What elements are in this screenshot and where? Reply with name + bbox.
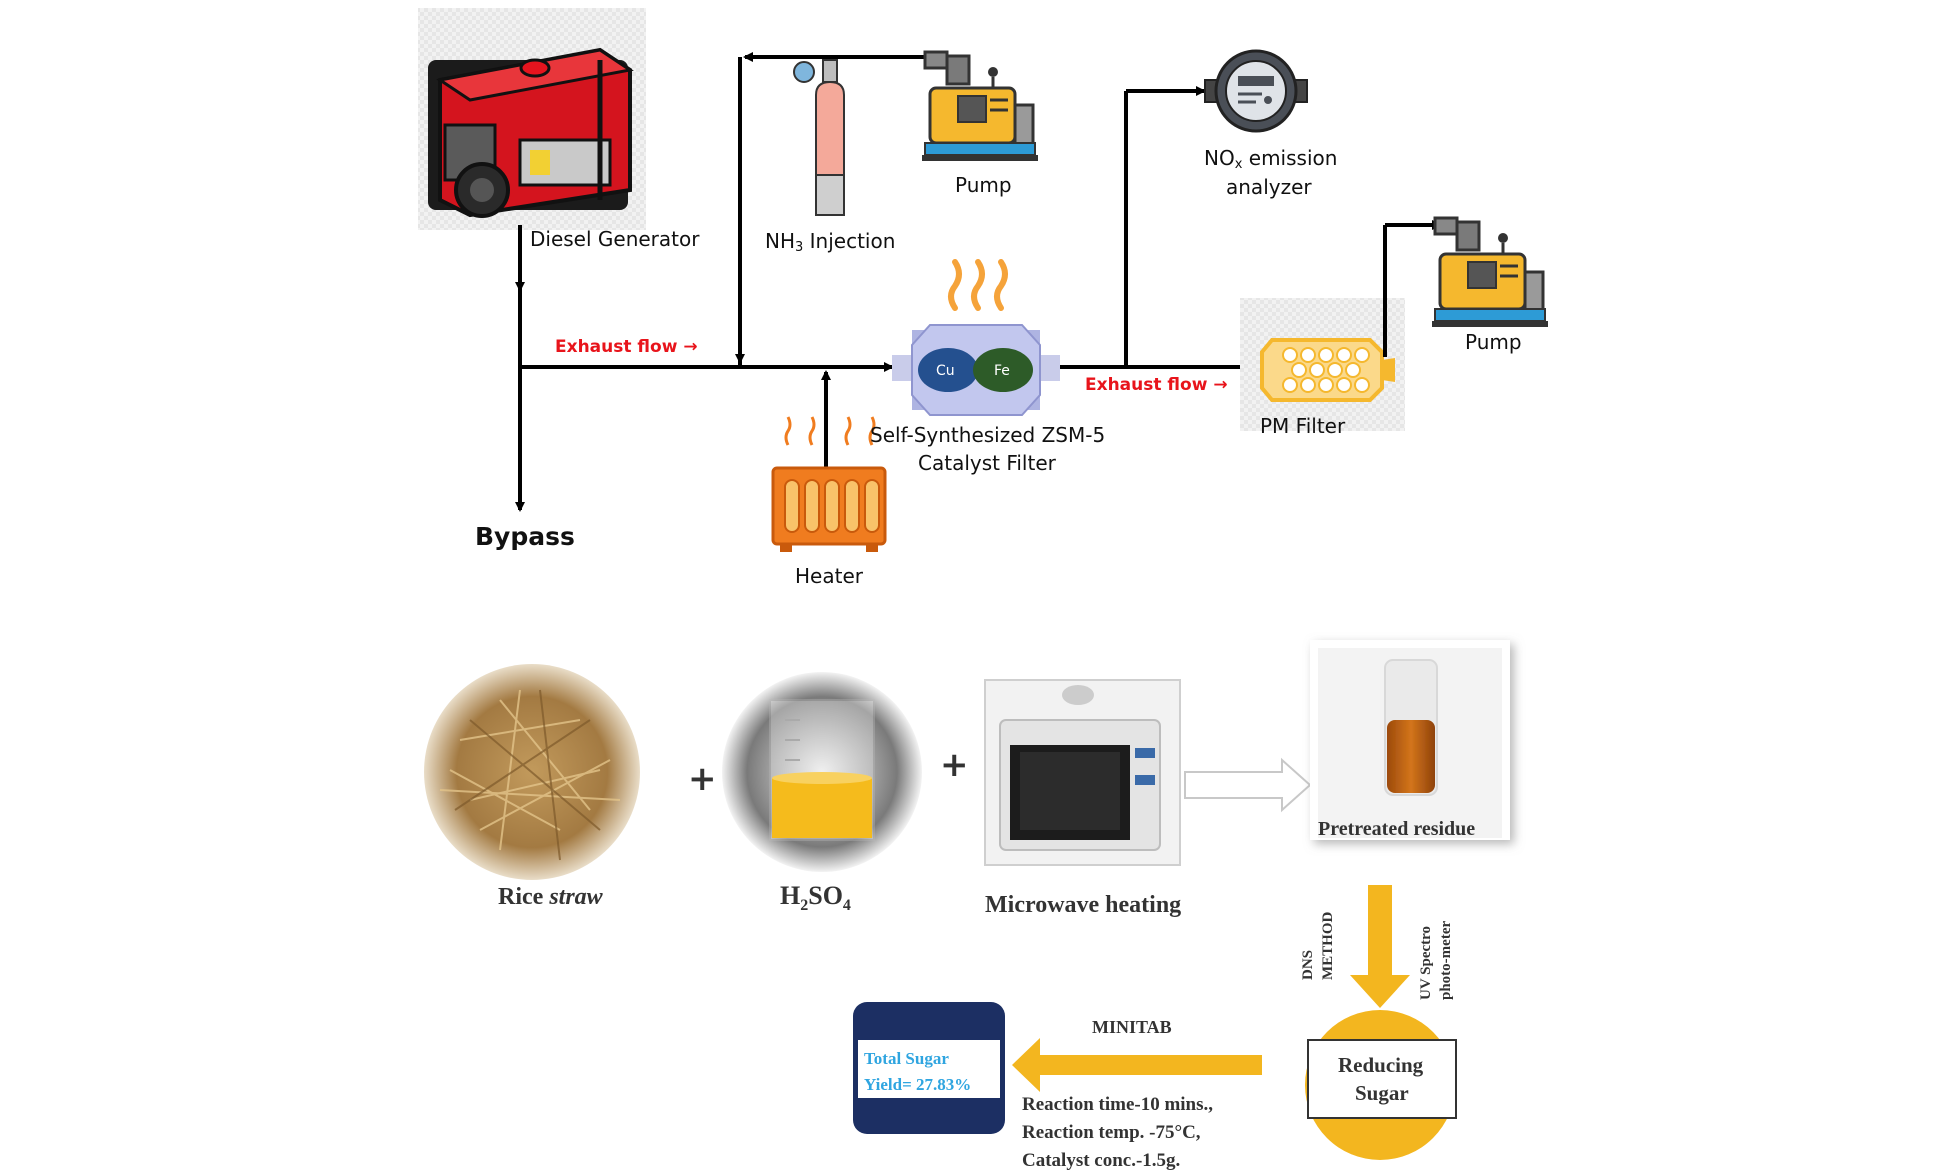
plus-sign-2: + [940,745,969,785]
uv-label-line2: photo-meter [1438,921,1454,1000]
rice-straw-label: Rice straw [498,884,604,910]
nox-label-line1: NOx emission [1204,146,1337,172]
diesel-generator-icon [418,8,646,230]
minitab-label: MINITAB [1092,1017,1172,1037]
process-arrow-hollow [1184,757,1312,813]
pump-top-icon [922,50,1038,161]
dns-label-line1: DNS [1300,950,1316,980]
heater-icon [771,416,887,552]
bypass-label: Bypass [475,522,575,551]
heater-label: Heater [795,564,864,588]
nh3-injection-label: NH3 Injection [765,229,895,255]
reducing-sugar-node [1305,1010,1457,1160]
h2so4-label: H2SO4 [780,881,851,914]
h2so4-beaker-image [722,672,922,872]
condition-line-1: Reaction time-10 mins., [1022,1094,1213,1115]
pretreated-residue-label: Pretreated residue [1318,818,1475,840]
catalyst-cu-label: Cu [936,363,955,379]
total-sugar-line2: Yield= 27.83% [864,1075,971,1094]
reducing-sugar-line2: Sugar [1355,1081,1409,1105]
exhaust-flow-label-2: Exhaust flow → [1085,375,1228,395]
microwave-label: Microwave heating [985,892,1181,918]
catalyst-label-line1: Self-Synthesized ZSM-5 [870,423,1105,447]
left-process-arrow [1012,1038,1262,1092]
catalyst-filter-icon [892,259,1060,416]
rice-straw-image [424,664,640,880]
dns-label-line2: METHOD [1320,911,1336,980]
total-sugar-result-box [853,1002,1005,1134]
nox-label-line2: analyzer [1226,175,1312,199]
microwave-image [984,679,1181,866]
nox-analyzer-icon [1204,49,1308,133]
pm-filter-label: PM Filter [1260,414,1346,438]
total-sugar-line1: Total Sugar [864,1049,949,1068]
pm-filter-icon [1240,298,1405,431]
condition-line-2: Reaction temp. -75°C, [1022,1122,1201,1143]
condition-line-3: Catalyst conc.-1.5g. [1022,1150,1180,1171]
catalyst-label-line2: Catalyst Filter [918,451,1057,475]
pretreated-residue-image [1310,640,1510,840]
diesel-generator-label: Diesel Generator [530,227,700,251]
catalyst-fe-label: Fe [994,363,1010,379]
pump-top-label: Pump [955,173,1012,197]
uv-label-line1: UV Spectro [1418,926,1434,1000]
exhaust-flow-label-1: Exhaust flow → [555,337,698,357]
nh3-cylinder-icon [793,55,845,216]
reducing-sugar-line1: Reducing [1338,1053,1424,1077]
pump-right-label: Pump [1465,330,1522,354]
plus-sign-1: + [688,759,717,799]
pump-right-icon [1432,216,1548,327]
down-process-arrow [1350,885,1410,1008]
